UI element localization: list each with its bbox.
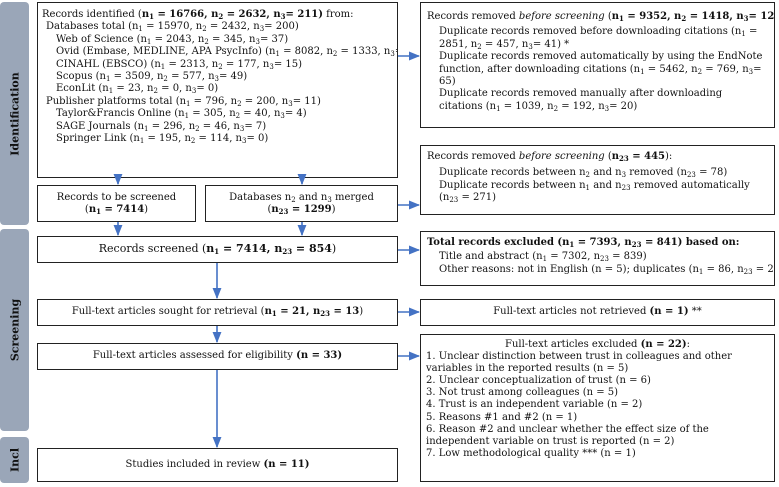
stage-screening: Screening	[0, 229, 29, 431]
reason-item: 5. Reasons #1 and #2 (n = 1)	[426, 411, 578, 423]
removed-before-screening-box: Records removed before screening (n1 = 9…	[420, 2, 775, 128]
stage-label: Identification	[8, 71, 21, 156]
reason-item: 1. Unclear distinction between trust in …	[426, 351, 732, 375]
line: Total records excluded (n1 = 7393, n23 =…	[427, 237, 740, 249]
assessed-for-eligibility-box: Full-text articles assessed for eligibil…	[37, 343, 398, 370]
stage-identification: Identification	[0, 2, 29, 225]
line: Records removed before screening (n23 = …	[427, 151, 673, 163]
line: Records removed before screening (n1 = 9…	[427, 11, 775, 23]
removed-before-screening-merged-box: Records removed before screening (n23 = …	[420, 145, 775, 215]
stage-included: Incl	[0, 437, 29, 483]
records-identified-box: Records identified (n1 = 16766, n2 = 263…	[37, 2, 398, 178]
line: Scopus (n1 = 3509, n2 = 577, n3= 49)	[56, 71, 248, 84]
line: Studies included in review (n = 11)	[125, 459, 310, 470]
reason-item: 4. Trust is an independent variable (n =…	[426, 399, 643, 411]
studies-included-box: Studies included in review (n = 11)	[37, 448, 398, 482]
line: Records screened (n1 = 7414, n23 = 854)	[98, 242, 337, 256]
line: CINAHL (EBSCO) (n1 = 2313, n2 = 177, n3=…	[56, 58, 302, 71]
line: Databases n2 and n3 merged	[229, 192, 374, 204]
not-retrieved-box: Full-text articles not retrieved (n = 1)…	[420, 299, 775, 326]
line: Full-text articles assessed for eligibil…	[92, 350, 343, 361]
line: Databases total (n1 = 15970, n2 = 2432, …	[46, 21, 299, 34]
line: Web of Science (n1 = 2043, n2 = 345, n3=…	[56, 33, 289, 46]
line: Full-text articles not retrieved (n = 1)…	[493, 306, 702, 317]
line: Title and abstract (n1 = 7302, n23 = 839…	[439, 251, 647, 264]
line: (n1 = 7414)	[84, 204, 149, 217]
line: Ovid (Embase, MEDLINE, APA PsycInfo) (n1…	[56, 46, 397, 59]
line: Duplicate records between n1 and n23 rem…	[439, 179, 750, 205]
records-to-be-screened-box: Records to be screened (n1 = 7414)	[37, 185, 196, 222]
line: Springer Link (n1 = 195, n2 = 114, n3= 0…	[56, 133, 269, 146]
line: Records to be screened	[56, 192, 177, 203]
line: Taylor&Francis Online (n1 = 305, n2 = 40…	[56, 108, 307, 121]
stage-label: Screening	[8, 298, 21, 362]
line: Records identified (n1 = 16766, n2 = 263…	[42, 9, 354, 21]
line: (n23 = 1299)	[267, 204, 336, 217]
line: Other reasons: not in English (n = 5); d…	[439, 263, 774, 276]
records-excluded-box: Total records excluded (n1 = 7393, n23 =…	[420, 231, 775, 286]
line: SAGE Journals (n1 = 296, n2 = 46, n3= 7)	[56, 120, 267, 133]
reason-item: 3. Not trust among colleagues (n = 5)	[426, 387, 619, 399]
fulltext-excluded-box: Full-text articles excluded (n = 22): 1.…	[420, 334, 775, 482]
records-screened-box: Records screened (n1 = 7414, n23 = 854)	[37, 236, 398, 263]
reason-item: 6. Reason #2 and unclear whether the eff…	[426, 423, 709, 447]
reason-item: 7. Low methodological quality *** (n = 1…	[426, 447, 636, 459]
line: EconLit (n1 = 23, n2 = 0, n3= 0)	[56, 83, 219, 96]
reason-item: 2. Unclear conceptualization of trust (n…	[426, 375, 651, 387]
line: Full-text articles excluded (n = 22):	[505, 339, 690, 350]
sought-for-retrieval-box: Full-text articles sought for retrieval …	[37, 299, 398, 326]
line: Full-text articles sought for retrieval …	[71, 306, 364, 318]
line: Publisher platforms total (n1 = 796, n2 …	[46, 95, 321, 108]
databases-merged-box: Databases n2 and n3 merged (n23 = 1299)	[205, 185, 398, 222]
line: Duplicate records removed before downloa…	[439, 26, 758, 51]
stage-label: Incl	[8, 447, 21, 473]
line: Duplicate records removed manually after…	[439, 88, 723, 113]
line: Duplicate records removed automatically …	[439, 51, 763, 88]
line: Duplicate records between n2 and n3 remo…	[439, 167, 728, 180]
